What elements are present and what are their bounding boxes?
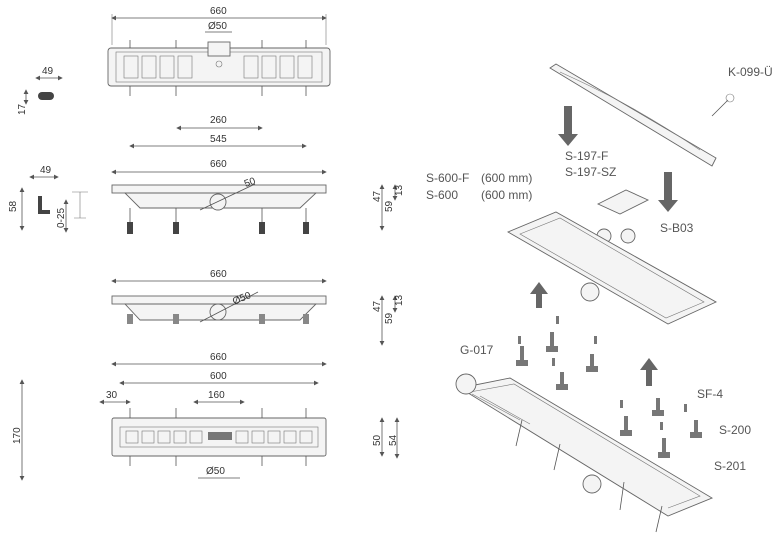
dim-front-54: 54	[388, 434, 399, 446]
dim-bracket-58: 58	[8, 200, 19, 212]
dim-front-170: 170	[12, 427, 23, 444]
label-s600-mm: (600 mm)	[481, 188, 532, 202]
dim-side1-47: 47	[372, 190, 383, 202]
top-view: 660 Ø50	[107, 6, 331, 96]
grate-top	[549, 63, 717, 167]
label-k099: K-099-Ü	[728, 65, 773, 79]
label-sf4: SF-4	[697, 387, 723, 401]
dim-top-d50: Ø50	[208, 21, 227, 32]
arrow-up-2	[640, 358, 658, 386]
exploded-view	[455, 63, 735, 533]
label-s200: S-200	[719, 423, 751, 437]
label-s197f: S-197-F	[565, 149, 608, 163]
dim-clip-17: 17	[17, 103, 28, 115]
label-s201: S-201	[714, 459, 746, 473]
label-s600: S-600	[426, 188, 458, 202]
dim-bracket-49: 49	[40, 165, 52, 176]
dim-side1-50: 50	[243, 176, 258, 190]
dim-front-600: 600	[210, 371, 227, 382]
label-s197sz: S-197-SZ	[565, 165, 616, 179]
label-sb03: S-B03	[660, 221, 694, 235]
label-g017: G-017	[460, 343, 494, 357]
dim-bracket-025: 0-25	[56, 208, 67, 228]
part-labels: K-099-Ü S-197-F S-197-SZ S-600-F (600 mm…	[426, 65, 773, 473]
feet-set-g017	[516, 316, 598, 390]
dim-side1-260: 260	[210, 115, 227, 126]
arrow-down-1	[558, 106, 578, 146]
siphon-part	[596, 189, 650, 215]
drain-channel	[506, 211, 717, 325]
arrow-down-2	[658, 172, 678, 212]
feet-set-sf4	[620, 398, 702, 458]
dim-front-50: 50	[372, 434, 383, 446]
dim-front-d50: Ø50	[206, 466, 225, 477]
dim-side2-59: 59	[384, 312, 395, 324]
assembled-channel	[458, 377, 714, 517]
dim-front-160: 160	[208, 390, 225, 401]
label-s600f: S-600-F	[426, 171, 469, 185]
clip-detail: 49 17	[17, 66, 63, 115]
front-view: 660 600 30 160 Ø50 170 50 54	[12, 352, 400, 481]
label-s600f-mm: (600 mm)	[481, 171, 532, 185]
dim-clip-49: 49	[42, 66, 54, 77]
side-view-1: 260 545 660 50 47 59 13	[111, 115, 405, 234]
dim-top-660: 660	[210, 6, 227, 17]
arrow-up-1	[530, 282, 548, 308]
bracket-detail: 49 58 0-25	[8, 165, 88, 233]
dim-side2-47: 47	[372, 300, 383, 312]
key-tool	[711, 99, 729, 117]
dim-side1-660: 660	[210, 159, 227, 170]
side-view-2: 660 Ø50 47 59 13	[111, 269, 405, 346]
dim-front-30: 30	[106, 390, 118, 401]
dim-side1-545: 545	[210, 134, 227, 145]
dim-side2-13: 13	[394, 294, 405, 306]
dim-side1-13: 13	[394, 184, 405, 196]
dim-side2-660: 660	[210, 269, 227, 280]
roll-grate	[455, 373, 477, 395]
dim-front-660: 660	[210, 352, 227, 363]
dim-side1-59: 59	[384, 200, 395, 212]
